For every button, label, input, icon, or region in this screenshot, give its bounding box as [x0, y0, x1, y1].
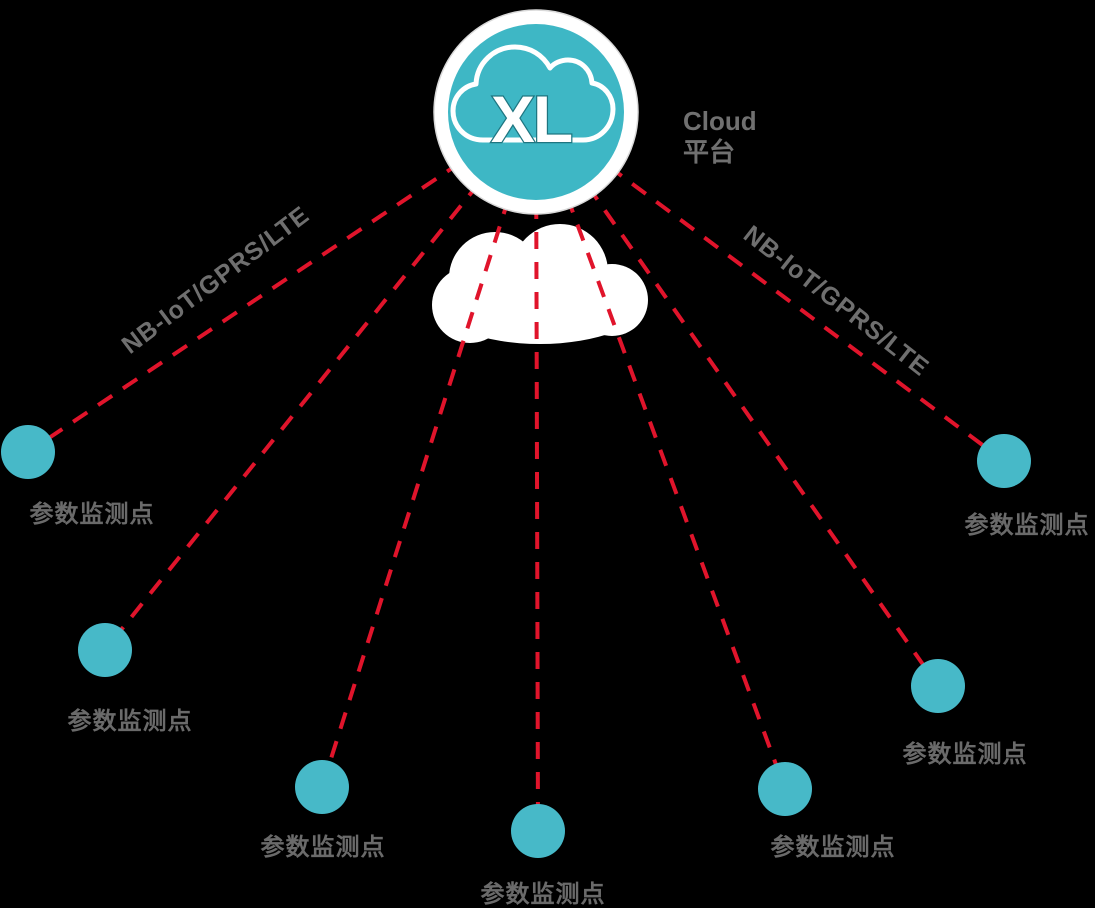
hub-label-line1: Cloud [683, 106, 757, 136]
node-label-6: 参数监测点 [902, 741, 1028, 768]
link-line-5 [534, 111, 787, 790]
cloud-hub: XL [433, 9, 639, 215]
monitoring-nodes [1, 425, 1031, 858]
node-label-2: 参数监测点 [67, 708, 193, 735]
node-circle-4 [511, 804, 565, 858]
hub-label-line2: 平台 [683, 137, 736, 167]
node-circle-7 [977, 434, 1031, 488]
cloud-icon [450, 44, 616, 143]
node-circle-3 [295, 760, 349, 814]
node-label-7: 参数监测点 [964, 512, 1090, 539]
node-label-1: 参数监测点 [29, 501, 155, 528]
carrier-cloud-shape [432, 224, 648, 344]
node-label-5: 参数监测点 [770, 834, 896, 861]
link-line-4 [534, 111, 540, 832]
carrier-cloud-base [435, 260, 645, 344]
node-label-4: 参数监测点 [480, 881, 606, 908]
hub-circle [448, 24, 624, 200]
link-line-2 [103, 110, 538, 652]
node-circle-1 [1, 425, 55, 479]
hub-label: Cloud 平台 [683, 106, 757, 168]
node-circle-5 [758, 762, 812, 816]
node-label-3: 参数监测点 [260, 834, 386, 861]
link-line-6 [534, 110, 940, 688]
node-circle-6 [911, 659, 965, 713]
link-line-3 [320, 111, 538, 788]
node-circle-2 [78, 623, 132, 677]
hub-xl-text: XL [491, 82, 572, 156]
